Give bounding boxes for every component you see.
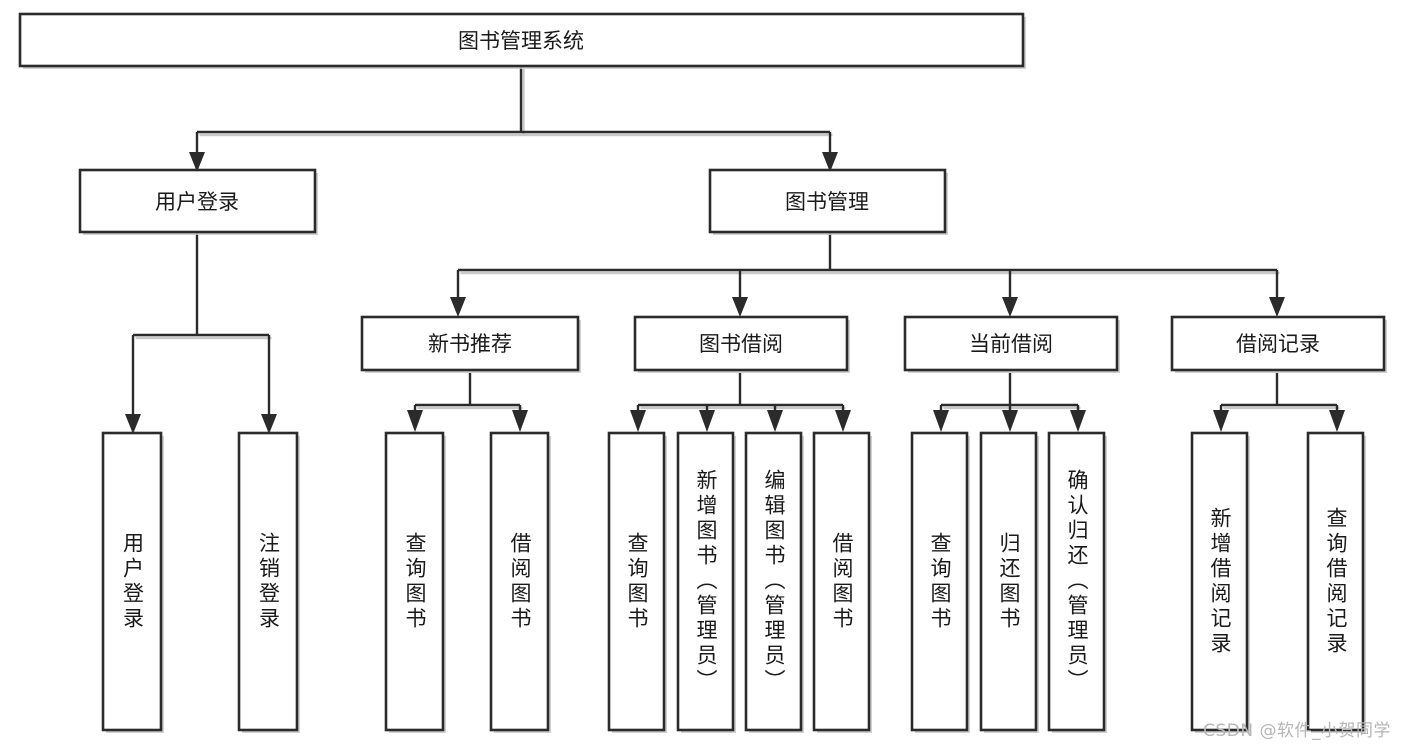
arrow-book-borrow-to-leaf4 xyxy=(835,410,851,432)
node-user-login-label: 用户登录 xyxy=(155,190,239,214)
arrow-book-manage-to-new-book xyxy=(450,297,466,317)
arrow-book-manage-to-borrow-record xyxy=(1269,297,1285,317)
node-leaf-confirm-return-box[interactable] xyxy=(1047,431,1106,732)
node-borrow-record-label: 借阅记录 xyxy=(1236,332,1320,356)
node-root-box[interactable] xyxy=(18,12,1025,68)
csdn-watermark: CSDN @软件_小贺同学 xyxy=(1203,721,1391,741)
arrow-book-borrow-to-leaf3 xyxy=(767,410,783,432)
node-book-borrow-label: 图书借阅 xyxy=(699,332,783,356)
arrow-root-to-book-manage xyxy=(822,152,838,172)
node-root-label: 图书管理系统 xyxy=(458,29,584,53)
node-borrow-record-box[interactable] xyxy=(1170,315,1386,372)
arrow-book-manage-to-book-borrow xyxy=(732,297,748,317)
node-book-manage-label: 图书管理 xyxy=(785,190,869,214)
arrow-user-login-to-leaf1 xyxy=(125,414,141,434)
arrow-new-book-to-leaf1 xyxy=(407,410,423,432)
arrow-current-borrow-to-leaf3 xyxy=(1070,410,1086,432)
node-user-login-box[interactable] xyxy=(78,168,317,234)
arrow-user-login-to-leaf2 xyxy=(261,414,277,434)
arrow-book-borrow-to-leaf2 xyxy=(699,410,715,432)
node-leaf-query-book-c-box[interactable] xyxy=(910,431,969,732)
arrow-borrow-record-to-leaf1 xyxy=(1213,410,1229,432)
node-new-book-label: 新书推荐 xyxy=(428,332,512,356)
node-leaf-query-record-box[interactable] xyxy=(1306,431,1365,732)
arrow-current-borrow-to-leaf2 xyxy=(1002,410,1018,432)
node-leaf-add-book-box[interactable] xyxy=(676,431,735,732)
node-leaf-query-book-a-box[interactable] xyxy=(384,431,445,732)
node-leaf-borrow-book-a-box[interactable] xyxy=(489,431,550,732)
arrow-new-book-to-leaf2 xyxy=(512,410,528,432)
arrow-borrow-record-to-leaf2 xyxy=(1329,410,1345,432)
node-leaf-add-record-box[interactable] xyxy=(1190,431,1249,732)
node-new-book-box[interactable] xyxy=(360,315,580,372)
arrow-book-manage-to-current-borrow xyxy=(1002,297,1018,317)
node-leaf-user-login-box[interactable] xyxy=(101,431,163,732)
node-leaf-return-book-box[interactable] xyxy=(979,431,1038,732)
node-leaf-query-book-b-box[interactable] xyxy=(607,431,666,732)
arrow-book-borrow-to-leaf1 xyxy=(630,410,646,432)
edge-group xyxy=(125,66,1345,434)
arrow-root-to-user-login xyxy=(189,152,205,172)
node-leaf-edit-book-box[interactable] xyxy=(744,431,803,732)
node-book-borrow-box[interactable] xyxy=(633,315,849,372)
node-current-borrow-box[interactable] xyxy=(903,315,1119,372)
node-leaf-borrow-book-b-box[interactable] xyxy=(812,431,871,732)
node-leaf-logout-box[interactable] xyxy=(237,431,299,732)
node-group: 图书管理系统 用户登录 图书管理 新书推荐 图书借阅 当前借阅 借阅记录 xyxy=(18,12,1387,733)
node-book-manage-box[interactable] xyxy=(708,168,947,234)
node-current-borrow-label: 当前借阅 xyxy=(969,332,1053,356)
arrow-current-borrow-to-leaf1 xyxy=(933,410,949,432)
